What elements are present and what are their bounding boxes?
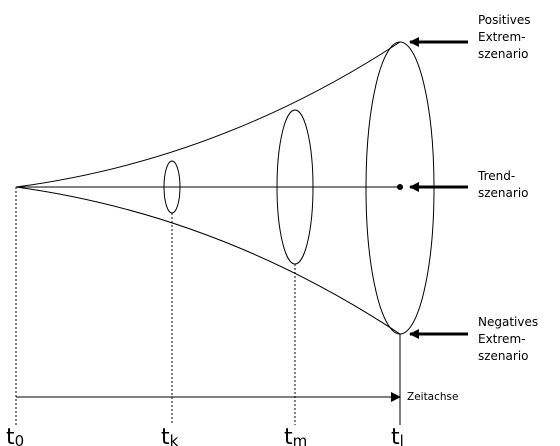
svg-text:szenario: szenario bbox=[478, 186, 529, 200]
axis-label: Zeitachse bbox=[407, 391, 458, 403]
svg-text:Positives: Positives bbox=[478, 13, 531, 27]
trend-point bbox=[397, 184, 403, 190]
trend-scenario-label: Trend- szenario bbox=[477, 169, 529, 200]
time-label-tl: tl bbox=[391, 425, 404, 446]
lower-funnel-curve bbox=[15, 186, 401, 335]
time-label-tk: tk bbox=[161, 425, 179, 446]
svg-text:szenario: szenario bbox=[478, 47, 529, 61]
svg-text:Extrem-: Extrem- bbox=[478, 332, 525, 346]
svg-text:Trend-: Trend- bbox=[477, 169, 515, 183]
positive-scenario-label: Positives Extrem- szenario bbox=[478, 13, 531, 61]
svg-text:Extrem-: Extrem- bbox=[478, 30, 525, 44]
svg-text:Negatives: Negatives bbox=[478, 315, 538, 329]
svg-text:szenario: szenario bbox=[478, 349, 529, 363]
upper-funnel-curve bbox=[15, 41, 401, 188]
negative-scenario-label: Negatives Extrem- szenario bbox=[478, 315, 538, 363]
time-label-tm: tm bbox=[284, 425, 307, 446]
time-label-t0: t0 bbox=[6, 425, 24, 446]
